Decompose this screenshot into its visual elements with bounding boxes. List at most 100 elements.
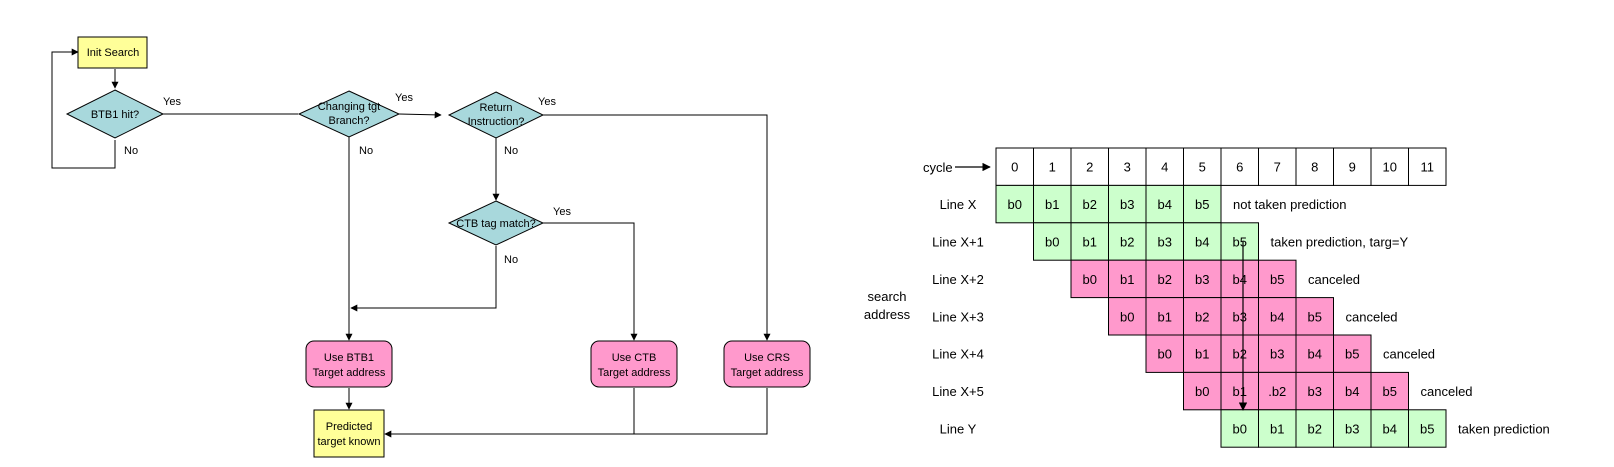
block-cell: b5 <box>1333 334 1372 373</box>
search-address-label: search address <box>864 289 911 322</box>
block-label: b1 <box>1195 347 1209 362</box>
block-label: b2 <box>1120 235 1134 250</box>
block-cell: b4 <box>1145 184 1184 224</box>
node-ctb-tag-match-label: CTB tag match? <box>456 218 535 230</box>
cycle-number: 3 <box>1124 160 1131 175</box>
block-cell: b5 <box>1408 409 1447 448</box>
block-label: b5 <box>1345 347 1359 362</box>
block-cell: b0 <box>1108 297 1147 336</box>
node-use-ctb: Use CTB Target address <box>590 340 678 388</box>
edge-ctb-yes <box>543 222 638 341</box>
node-use-btb1-label-1: Use BTB1 <box>324 352 374 364</box>
node-changing-tgt-branch: Changing tgt Branch? <box>297 90 401 138</box>
cycle-cell: 2 <box>1070 147 1109 186</box>
block-label: b1 <box>1270 422 1284 437</box>
block-cell: b5 <box>1220 222 1259 261</box>
block-cell: b4 <box>1333 371 1372 411</box>
block-label: b5 <box>1308 309 1322 324</box>
node-use-crs: Use CRS Target address <box>723 340 811 388</box>
node-btb1-hit: BTB1 hit? <box>65 89 165 139</box>
block-label: b2 <box>1158 272 1172 287</box>
node-return-label-2: Instruction? <box>468 116 525 128</box>
block-cell: b2 <box>1220 334 1259 373</box>
cycle-cell: 4 <box>1145 147 1184 186</box>
node-use-crs-label-2: Target address <box>731 367 804 379</box>
node-init-search: Init Search <box>77 36 148 69</box>
row-note: taken prediction, targ=Y <box>1271 235 1409 250</box>
cycle-number: 5 <box>1199 160 1206 175</box>
label-ctb-no: No <box>504 254 518 266</box>
block-cell: b4 <box>1370 409 1409 448</box>
block-label: b1 <box>1158 309 1172 324</box>
redirect-arrows <box>955 162 1248 411</box>
label-return-no: No <box>504 145 518 157</box>
node-use-ctb-label-1: Use CTB <box>612 352 657 364</box>
block-label: b3 <box>1120 197 1134 212</box>
edge-ctb-no <box>350 246 497 312</box>
block-cell: b0 <box>1220 409 1259 448</box>
block-cell: b3 <box>1295 371 1334 411</box>
block-label: b1 <box>1120 272 1134 287</box>
block-cell: b3 <box>1183 259 1222 299</box>
node-changing-tgt-label-1: Changing tgt <box>318 101 380 113</box>
row-note: not taken prediction <box>1233 197 1346 212</box>
block-cell: b0 <box>995 184 1034 224</box>
flowchart-nodes: Init Search BTB1 hit? Changing tgt Branc… <box>65 36 811 458</box>
block-label: b4 <box>1345 384 1359 399</box>
block-label: b0 <box>1120 309 1134 324</box>
block-cell: b3 <box>1220 297 1259 336</box>
node-use-ctb-label-2: Target address <box>598 367 671 379</box>
node-use-crs-label-1: Use CRS <box>744 352 790 364</box>
side-label-line-1: search <box>867 289 906 304</box>
block-label: b4 <box>1233 272 1247 287</box>
edge-return-yes <box>543 114 771 341</box>
block-label: b4 <box>1308 347 1322 362</box>
block-cell: b4 <box>1220 259 1259 299</box>
cycle-cell: 9 <box>1333 147 1372 186</box>
block-label: b5 <box>1383 384 1397 399</box>
cycle-number: 0 <box>1011 160 1018 175</box>
block-cell: b4 <box>1295 334 1334 373</box>
block-label: b2 <box>1195 309 1209 324</box>
row-note: canceled <box>1346 309 1398 324</box>
label-changing-no: No <box>359 145 373 157</box>
cycle-cell: 1 <box>1033 147 1072 186</box>
edge-changing-yes <box>398 111 442 119</box>
node-predicted-target-known: Predicted target known <box>313 409 385 458</box>
block-label: b0 <box>1045 235 1059 250</box>
block-label: b5 <box>1195 197 1209 212</box>
cycle-number: 11 <box>1421 160 1435 175</box>
label-btb1-yes: Yes <box>163 96 181 108</box>
branch-prediction-flowchart: Init Search BTB1 hit? Changing tgt Branc… <box>51 36 811 458</box>
block-cell: b2 <box>1295 409 1334 448</box>
block-label: b5 <box>1233 235 1247 250</box>
label-btb1-no: No <box>124 145 138 157</box>
row-note: canceled <box>1383 347 1435 362</box>
node-return-instruction: Return Instruction? <box>447 91 545 139</box>
block-label: b3 <box>1270 347 1284 362</box>
label-return-yes: Yes <box>538 96 556 108</box>
row-label: Line Y <box>940 422 977 437</box>
node-init-search-label: Init Search <box>87 47 140 59</box>
row-label: Line X+3 <box>932 309 984 324</box>
block-label: b5 <box>1270 272 1284 287</box>
block-cell: b3 <box>1258 334 1297 373</box>
block-cell: b2 <box>1070 184 1109 224</box>
block-label: .b2 <box>1268 384 1286 399</box>
flowchart-edge-labels: Yes No Yes No Yes No Yes No <box>124 92 571 266</box>
block-label: b0 <box>1158 347 1172 362</box>
node-use-btb1-label-2: Target address <box>313 367 386 379</box>
node-return-label-1: Return <box>479 102 512 114</box>
cycle-cell: 11 <box>1408 147 1447 186</box>
block-cell: b3 <box>1333 409 1372 448</box>
block-label: b4 <box>1270 309 1284 324</box>
block-cell: b1 <box>1258 409 1297 448</box>
block-cell: b2 <box>1108 222 1147 261</box>
